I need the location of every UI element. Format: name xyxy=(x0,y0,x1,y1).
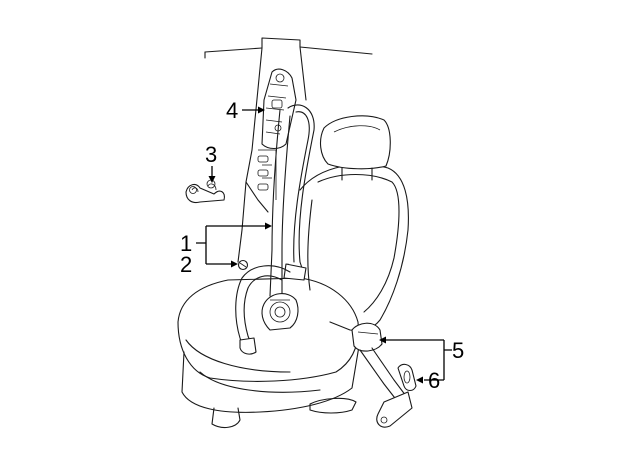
callout-1: 1 xyxy=(180,231,192,256)
part-1-belt-assembly xyxy=(235,104,315,355)
roof-line xyxy=(204,46,373,59)
callout-3: 3 xyxy=(205,142,217,167)
part-5-buckle xyxy=(351,322,413,428)
callout-4: 4 xyxy=(226,98,238,123)
seat-back xyxy=(299,163,409,332)
part-6-bracket xyxy=(397,363,417,392)
headrest xyxy=(319,115,391,181)
part-4-shoulder-anchor xyxy=(261,68,297,150)
seat-cushion xyxy=(177,277,361,413)
seat-base xyxy=(211,397,357,429)
callout-6: 6 xyxy=(428,368,440,393)
callout-5: 5 xyxy=(452,338,464,363)
part-2-fastener xyxy=(237,259,249,271)
leader-lines xyxy=(196,106,452,384)
callout-2: 2 xyxy=(180,252,192,277)
part-3-cover xyxy=(185,179,225,204)
